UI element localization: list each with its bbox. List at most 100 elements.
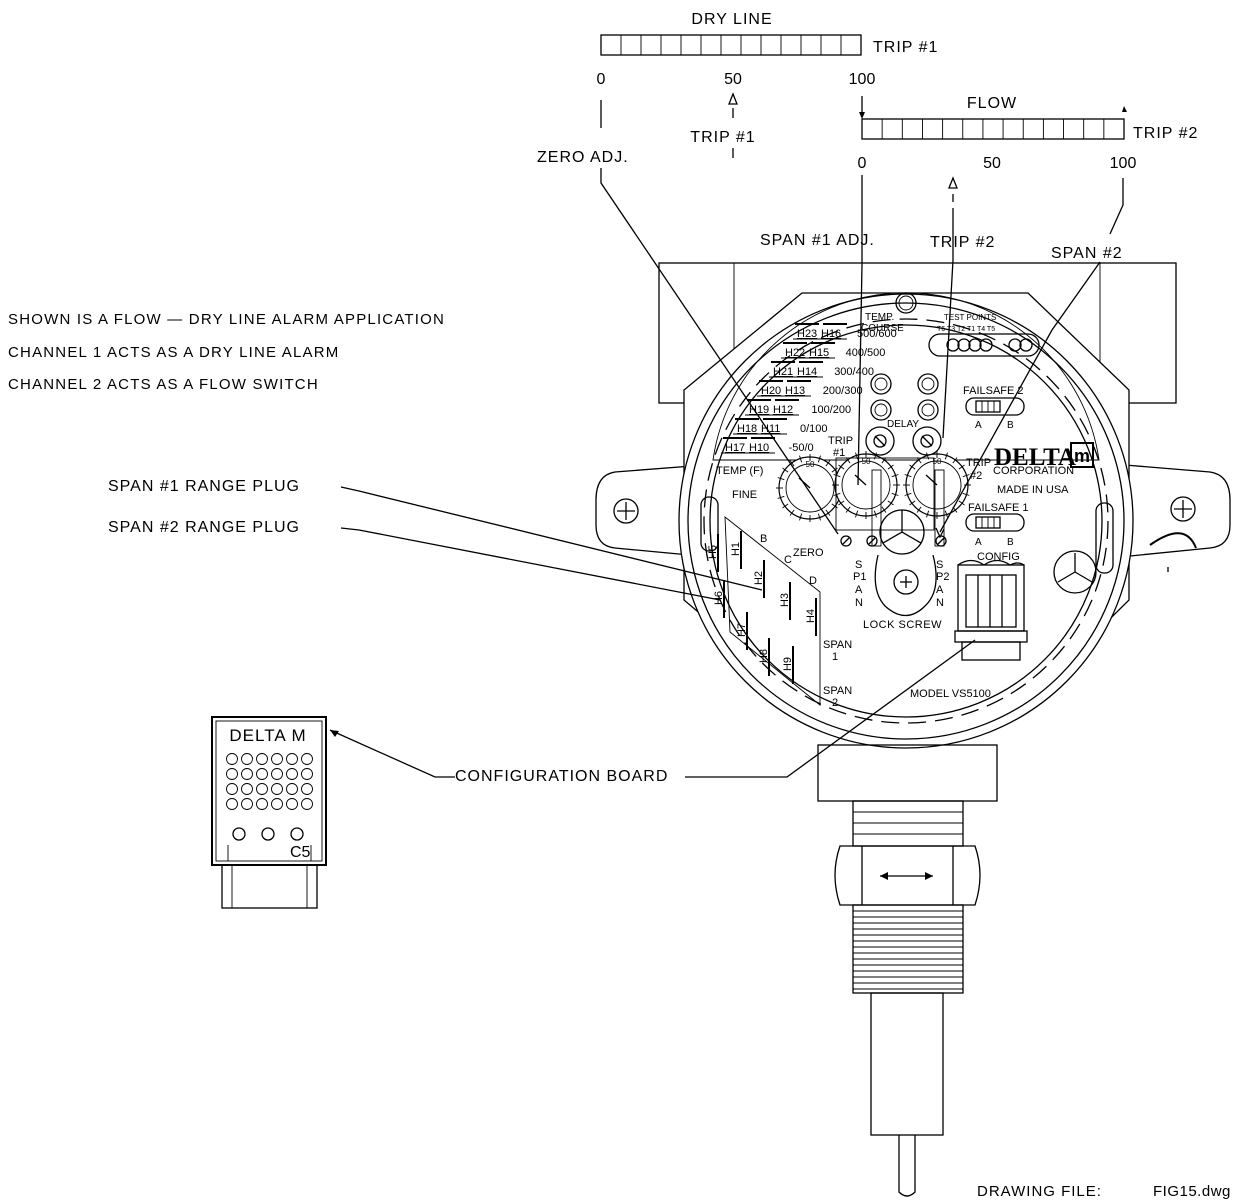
h-jumper-left[interactable]: H22 — [785, 347, 805, 359]
lock-screw-boss — [874, 554, 937, 617]
drawing-file-name: FIG15.dwg — [1153, 1183, 1231, 1200]
config-module-code: C5 — [290, 844, 311, 861]
left-ear-screw-icon — [613, 498, 639, 524]
range-plug-jumper[interactable]: H6 — [713, 591, 725, 605]
span1-range-plug-label: SPAN #1 RANGE PLUG — [108, 478, 300, 495]
span1-vertical-label: S — [855, 559, 862, 571]
test-point-icon[interactable] — [1019, 338, 1033, 352]
dial-mark-label: 50 — [933, 457, 942, 466]
failsafe2-label: FAILSAFE 2 — [963, 385, 1024, 397]
plug-letter-d: D — [809, 575, 817, 587]
range-plug-jumper[interactable]: H7 — [736, 623, 748, 637]
h-jumper-right[interactable]: H13 — [785, 385, 805, 397]
module-pin-icon — [301, 783, 313, 795]
probe-tube — [870, 992, 944, 1136]
dial-mark-label: 50 — [862, 457, 871, 466]
test-point-icon[interactable] — [957, 338, 971, 352]
lock-screw-label: LOCK SCREW — [863, 619, 942, 631]
range-plug-jumper[interactable]: H2 — [753, 571, 765, 585]
dry-line-tick-50: 50 — [724, 71, 742, 88]
range-plug-jumper[interactable]: H4 — [805, 609, 817, 623]
flow-tick-50: 50 — [983, 155, 1001, 172]
config-module-pins — [226, 753, 313, 810]
adjust-dial-icon[interactable]: 50 — [903, 451, 971, 519]
pot-icon — [870, 373, 892, 395]
range-plug-jumper[interactable]: H1 — [730, 542, 742, 556]
flow-tick-100: 100 — [1110, 155, 1137, 172]
threaded-section — [852, 904, 964, 994]
dial-mark-label: 50 — [806, 460, 815, 469]
dry-line-ticks — [620, 35, 842, 55]
test-point-icon[interactable] — [946, 338, 960, 352]
h-jumper-right[interactable]: H14 — [797, 366, 817, 378]
module-pin-icon — [271, 783, 283, 795]
module-hole-icon — [232, 827, 246, 841]
svg-text:N: N — [855, 597, 863, 609]
left-slot — [700, 496, 719, 552]
module-pin-icon — [271, 768, 283, 780]
svg-text:B: B — [1007, 420, 1014, 431]
test-point-icon[interactable] — [979, 338, 993, 352]
span2-vertical-label: S — [936, 559, 943, 571]
span2-board-label: SPAN — [823, 685, 852, 697]
range-plug-jumper[interactable]: H5 — [707, 545, 719, 559]
module-pin-icon — [256, 783, 268, 795]
range-plug-jumper[interactable]: H9 — [782, 657, 794, 671]
svg-text:1: 1 — [832, 651, 838, 663]
delay-pot-1-icon[interactable] — [865, 426, 895, 456]
h-jumper-left[interactable]: H20 — [761, 385, 781, 397]
faceplate — [709, 324, 1103, 718]
module-pin-icon — [271, 798, 283, 810]
left-mounting-ear — [595, 464, 706, 557]
model-label: MODEL VS5100 — [910, 688, 991, 700]
module-pin-icon — [271, 753, 283, 765]
h-jumper-left[interactable]: H18 — [737, 423, 757, 435]
temp-range-label: 500/600 — [857, 328, 897, 340]
cable-icon — [1149, 532, 1197, 549]
svg-text:A: A — [855, 584, 863, 596]
temp-range-label: 100/200 — [811, 404, 851, 416]
flow-title: FLOW — [967, 95, 1017, 112]
test-point-icon[interactable] — [968, 338, 982, 352]
test-point-icon[interactable] — [1008, 338, 1022, 352]
led-icon — [895, 292, 917, 314]
probe-tip — [898, 1135, 916, 1197]
lock-screw-icon[interactable] — [893, 569, 919, 595]
svg-text:N: N — [936, 597, 944, 609]
module-pin-icon — [226, 768, 238, 780]
dry-line-trip-label: TRIP #1 — [873, 39, 938, 56]
right-slot — [1095, 502, 1114, 574]
module-hole-icon — [261, 827, 275, 841]
flow-trip-label: TRIP #2 — [1133, 125, 1198, 142]
drawing-file-label: DRAWING FILE: — [977, 1183, 1102, 1200]
config-module-brand: DELTA M — [229, 726, 306, 745]
h-jumper-left[interactable]: H17 — [725, 442, 745, 454]
svg-text:P2: P2 — [936, 571, 949, 583]
dry-line-title: DRY LINE — [691, 11, 772, 28]
failsafe1-switch[interactable] — [965, 513, 1025, 532]
span2-range-plug-label: SPAN #2 RANGE PLUG — [108, 519, 300, 536]
h-jumper-left[interactable]: H21 — [773, 366, 793, 378]
module-pin-icon — [301, 753, 313, 765]
h-jumper-left[interactable]: H23 — [797, 328, 817, 340]
delta-brand: DELTA — [994, 444, 1076, 471]
module-pin-icon — [286, 753, 298, 765]
range-plug-jumper[interactable]: H8 — [758, 649, 770, 663]
range-plug-jumper[interactable]: H3 — [779, 593, 791, 607]
h-jumper-right[interactable]: H10 — [749, 442, 769, 454]
h-jumper-right[interactable]: H12 — [773, 404, 793, 416]
h-jumper-right[interactable]: H15 — [809, 347, 829, 359]
pot-icon — [917, 373, 939, 395]
temp-f-label: TEMP (F) — [716, 465, 763, 477]
failsafe2-switch[interactable] — [965, 397, 1025, 416]
adjust-dial-icon[interactable]: 50 — [776, 454, 844, 522]
module-pin-icon — [286, 768, 298, 780]
span1-board-label: SPAN — [823, 639, 852, 651]
h-jumper-right[interactable]: H16 — [821, 328, 841, 340]
h-jumper-left[interactable]: H19 — [749, 404, 769, 416]
housing-dashed-ring — [703, 318, 1109, 724]
range-plug-block — [724, 516, 821, 706]
module-pin-icon — [286, 783, 298, 795]
